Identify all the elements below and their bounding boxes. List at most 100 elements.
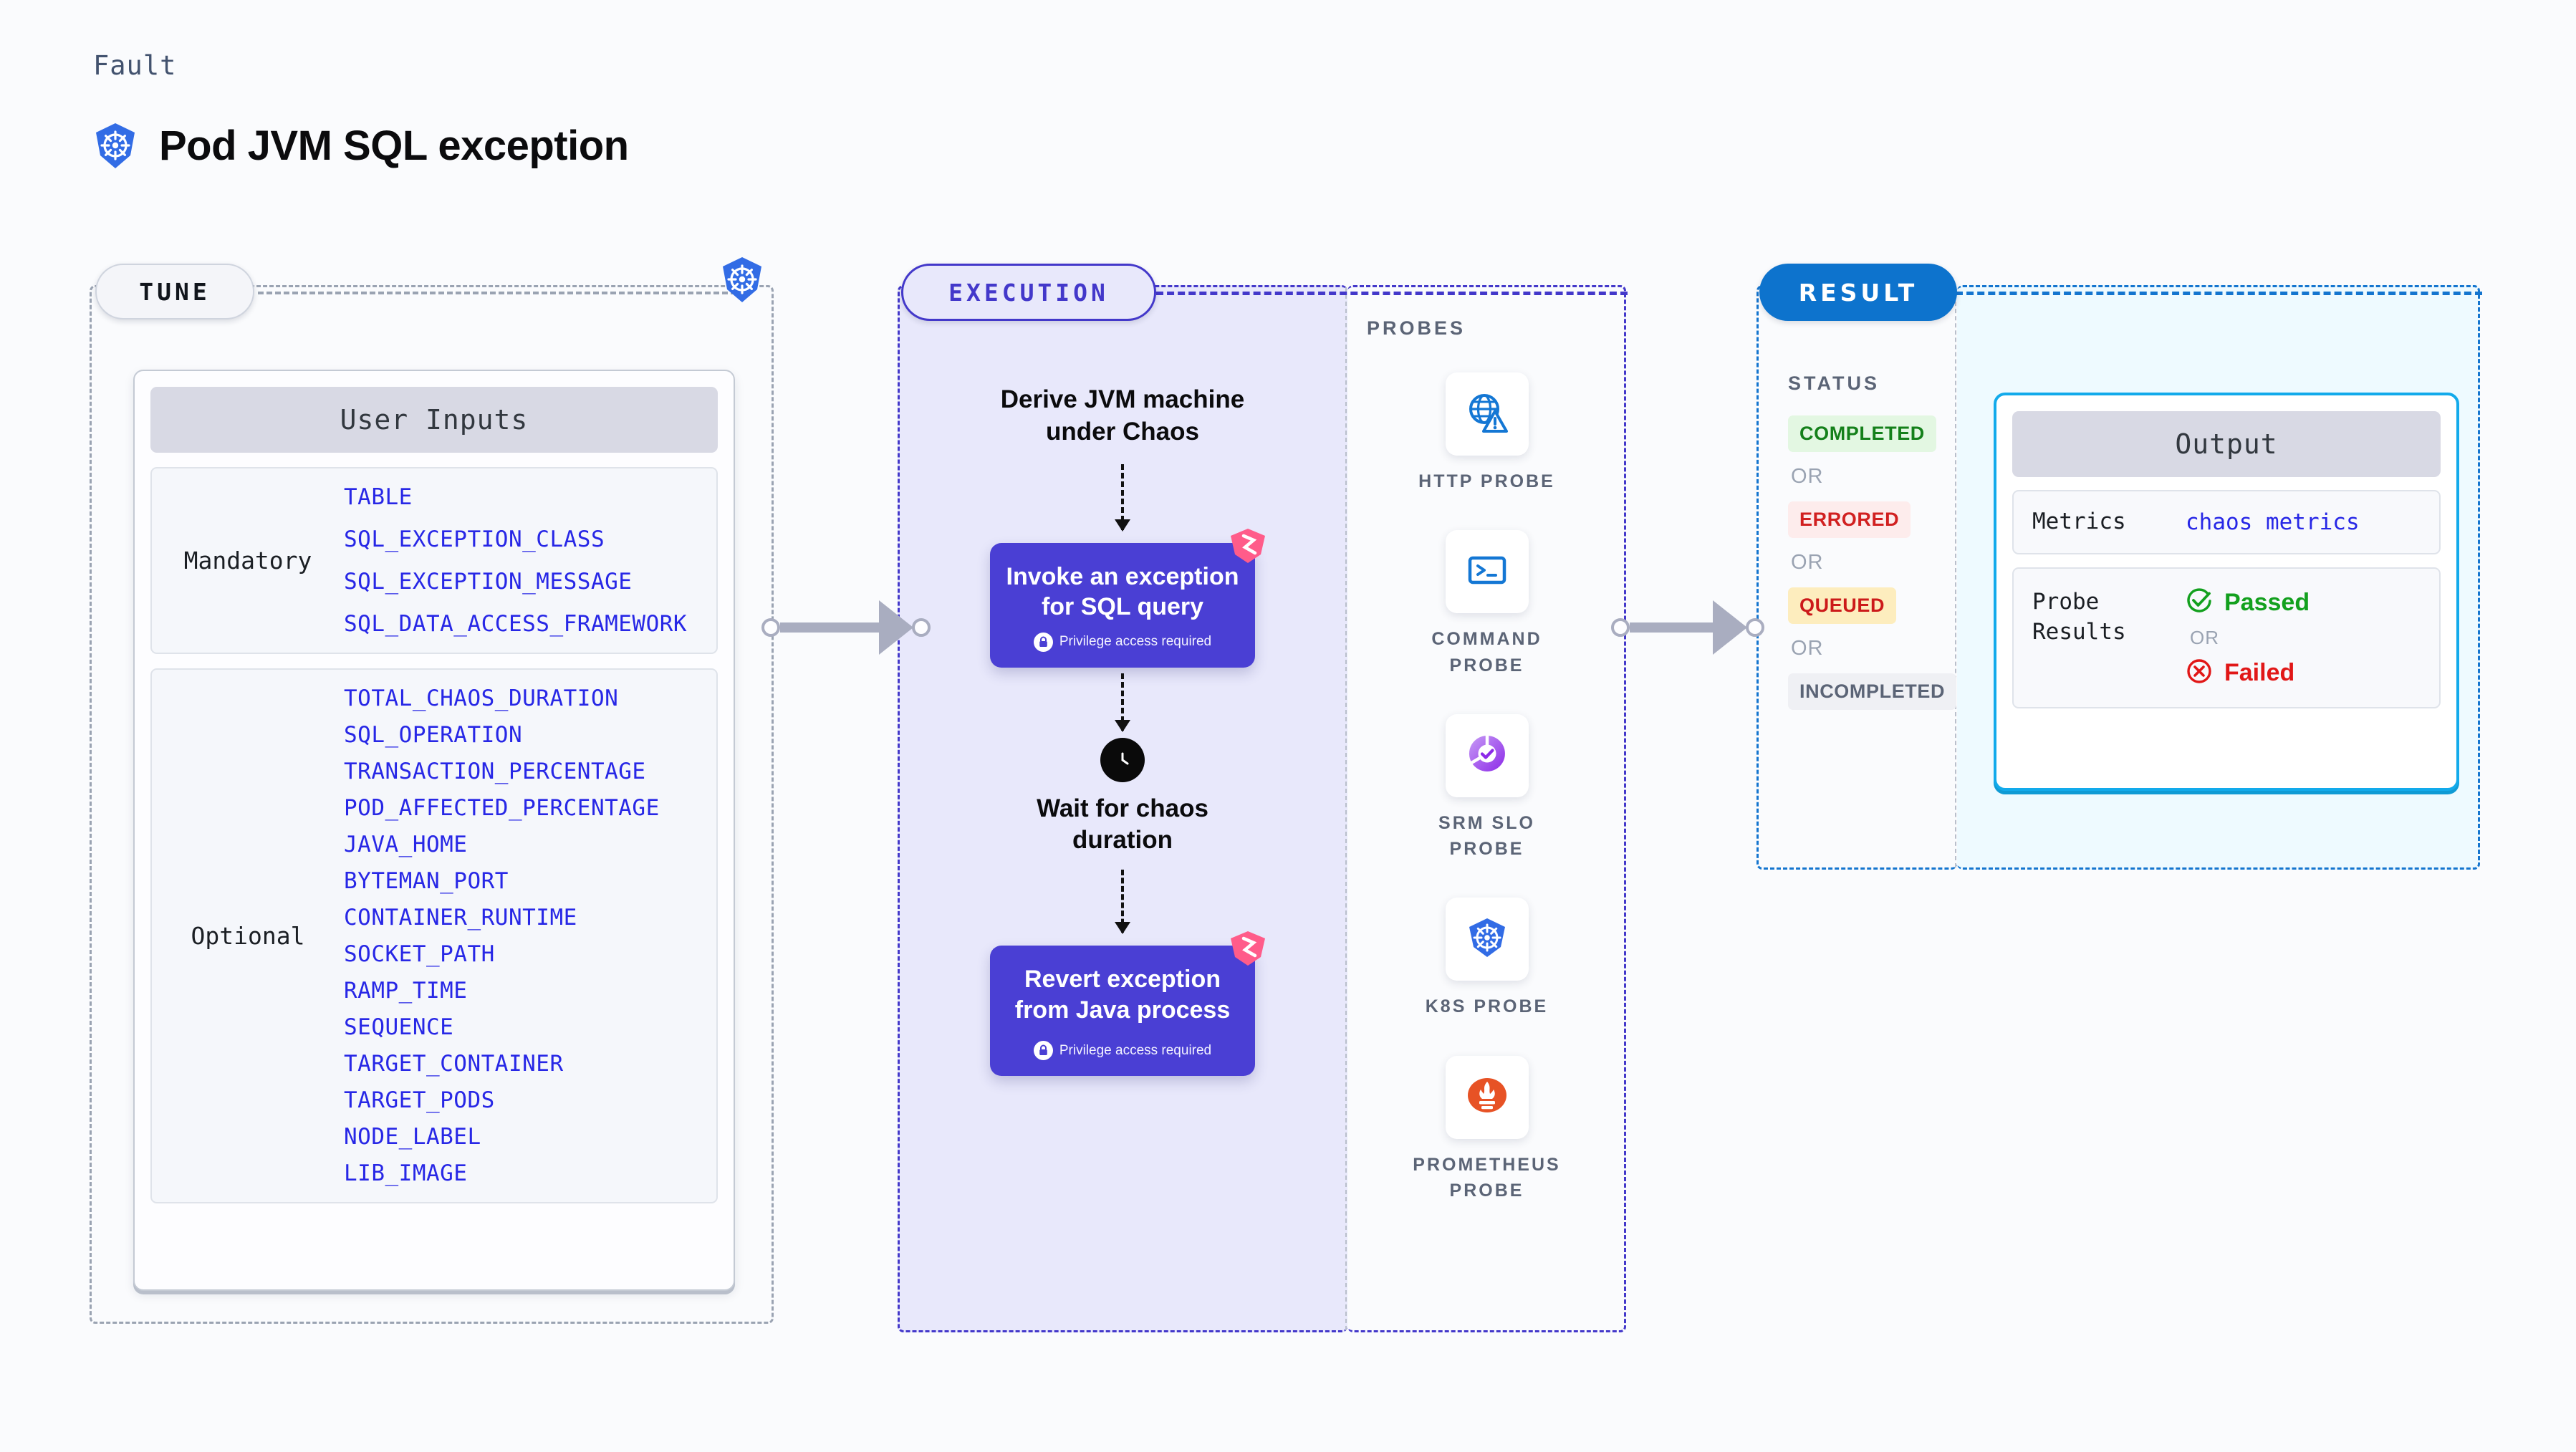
page-title-text: Pod JVM SQL exception — [159, 122, 629, 169]
metrics-key: Metrics — [2032, 509, 2126, 534]
revert-exception-title: Revert exception from Java process — [1014, 966, 1231, 1024]
lock-icon — [1033, 1041, 1053, 1061]
param-item[interactable]: CONTAINER_RUNTIME — [344, 905, 577, 931]
param-item[interactable]: SQL_DATA_ACCESS_FRAMEWORK — [344, 611, 688, 637]
invoke-exception-card[interactable]: Invoke an exception for SQL query Privil… — [990, 528, 1265, 668]
result-section-pill[interactable]: RESULT — [1759, 264, 1957, 321]
result-column — [1756, 285, 1957, 870]
probes-column — [1345, 285, 1626, 1332]
probe-tile[interactable] — [1445, 372, 1529, 456]
output-header: Output — [2012, 411, 2441, 477]
page-title: Pod JVM SQL exception — [93, 122, 629, 170]
param-item[interactable]: POD_AFFECTED_PERCENTAGE — [344, 795, 660, 821]
connector-dot — [761, 618, 780, 637]
param-item[interactable]: TOTAL_CHAOS_DURATION — [344, 686, 619, 711]
param-item[interactable]: TABLE — [344, 484, 413, 510]
status-list: COMPLETED OR ERRORED OR QUEUED OR INCOMP… — [1788, 415, 1957, 710]
kubernetes-badge-icon — [720, 256, 764, 307]
probe-srm-slo[interactable]: SRM SLO PROBE — [1347, 713, 1626, 862]
probe-command[interactable]: COMMAND PROBE — [1347, 530, 1626, 678]
fault-kicker: Fault — [93, 50, 177, 81]
status-title: STATUS — [1788, 372, 1880, 394]
connector-tune-to-execution — [761, 600, 931, 655]
wait-chaos-duration-label: Wait for chaos duration — [1037, 794, 1208, 855]
prometheus-probe-icon — [1465, 1073, 1509, 1121]
probe-label: HTTP PROBE — [1418, 471, 1555, 491]
http-probe-icon — [1465, 390, 1509, 438]
execution-column — [898, 285, 1347, 1332]
probe-results-values: Passed OR Failed — [2186, 587, 2310, 688]
param-item[interactable]: SQL_OPERATION — [344, 722, 523, 748]
param-item[interactable]: SQL_EXCEPTION_MESSAGE — [344, 569, 633, 595]
execution-flow: Derive JVM machine under Chaos Invoke an… — [898, 285, 1347, 1332]
passed-label: Passed — [2224, 588, 2310, 616]
param-item[interactable]: SOCKET_PATH — [344, 941, 495, 967]
mandatory-label: Mandatory — [183, 547, 312, 574]
user-inputs-card: User Inputs Mandatory TABLE SQL_EXCEPTIO… — [133, 370, 735, 1291]
revert-exception-card[interactable]: Revert exception from Java process Privi… — [990, 931, 1265, 1077]
probe-prometheus[interactable]: PROMETHEUS PROBE — [1347, 1055, 1626, 1204]
probe-tile[interactable] — [1445, 1055, 1529, 1139]
probe-label: K8S PROBE — [1425, 996, 1549, 1017]
param-item[interactable]: TARGET_PODS — [344, 1087, 495, 1113]
mandatory-param-list: TABLE SQL_EXCEPTION_CLASS SQL_EXCEPTION_… — [344, 484, 687, 637]
param-item[interactable]: JAVA_HOME — [344, 832, 468, 857]
probe-results-key: Probe Results — [2032, 588, 2126, 645]
output-card: Output Metrics chaos metrics Probe Resul… — [1994, 393, 2459, 791]
connector-bar — [1630, 622, 1714, 633]
connector-arrowhead-icon — [1713, 600, 1747, 655]
status-badge-completed: COMPLETED — [1788, 415, 1936, 452]
x-circle-icon — [2186, 658, 2213, 688]
status-or-label: OR — [1791, 551, 1824, 574]
execution-section-pill[interactable]: EXECUTION — [901, 264, 1156, 321]
param-item[interactable]: LIB_IMAGE — [344, 1160, 468, 1186]
probe-result-or-label: OR — [2190, 626, 2219, 648]
param-item[interactable]: NODE_LABEL — [344, 1124, 481, 1150]
probes-list: HTTP PROBE COMMAND PROBE — [1347, 372, 1626, 1203]
probe-label: PROMETHEUS PROBE — [1413, 1154, 1561, 1201]
derive-jvm-step-label: Derive JVM machine under Chaos — [1000, 385, 1245, 446]
privilege-note-text: Privilege access required — [1059, 1042, 1212, 1058]
srm-slo-probe-icon — [1465, 731, 1509, 779]
optional-params-group: Optional TOTAL_CHAOS_DURATION SQL_OPERAT… — [150, 668, 718, 1203]
probe-label: SRM SLO PROBE — [1438, 812, 1535, 859]
probe-tile[interactable] — [1445, 713, 1529, 797]
harness-logo-icon — [1228, 526, 1268, 569]
lock-icon — [1033, 632, 1053, 652]
connector-arrowhead-icon — [879, 600, 913, 655]
probe-k8s[interactable]: K8S PROBE — [1347, 898, 1626, 1019]
connector-probes-to-result — [1611, 600, 1764, 655]
probe-tile[interactable] — [1445, 530, 1529, 614]
privilege-note: Privilege access required — [1004, 1041, 1241, 1061]
privilege-note: Privilege access required — [1004, 632, 1241, 652]
clock-icon — [1100, 737, 1145, 782]
probes-title: PROBES — [1367, 317, 1466, 339]
optional-label: Optional — [191, 922, 305, 950]
param-item[interactable]: TARGET_CONTAINER — [344, 1051, 564, 1077]
status-badge-errored: ERRORED — [1788, 501, 1911, 538]
probe-http[interactable]: HTTP PROBE — [1347, 372, 1626, 494]
optional-param-list: TOTAL_CHAOS_DURATION SQL_OPERATION TRANS… — [344, 686, 660, 1186]
k8s-probe-icon — [1465, 915, 1509, 963]
invoke-exception-title: Invoke an exception for SQL query — [1006, 562, 1239, 621]
flow-arrow-down-icon — [1115, 673, 1130, 732]
param-item[interactable]: SEQUENCE — [344, 1014, 454, 1040]
command-probe-icon — [1465, 548, 1509, 596]
probe-tile[interactable] — [1445, 898, 1529, 981]
tune-section-pill[interactable]: TUNE — [95, 264, 254, 319]
user-inputs-header: User Inputs — [150, 387, 718, 453]
param-item[interactable]: SQL_EXCEPTION_CLASS — [344, 527, 605, 552]
flow-arrow-down-icon — [1115, 870, 1130, 935]
status-badge-queued: QUEUED — [1788, 587, 1897, 624]
metrics-row: Metrics chaos metrics — [2012, 490, 2441, 554]
metrics-value[interactable]: chaos metrics — [2186, 509, 2360, 535]
connector-dot — [912, 618, 931, 637]
param-item[interactable]: BYTEMAN_PORT — [344, 868, 509, 894]
failed-label: Failed — [2224, 658, 2295, 686]
mandatory-params-group: Mandatory TABLE SQL_EXCEPTION_CLASS SQL_… — [150, 467, 718, 654]
param-item[interactable]: TRANSACTION_PERCENTAGE — [344, 759, 646, 784]
status-or-label: OR — [1791, 465, 1824, 488]
probe-label: COMMAND PROBE — [1431, 629, 1542, 675]
param-item[interactable]: RAMP_TIME — [344, 978, 468, 1004]
